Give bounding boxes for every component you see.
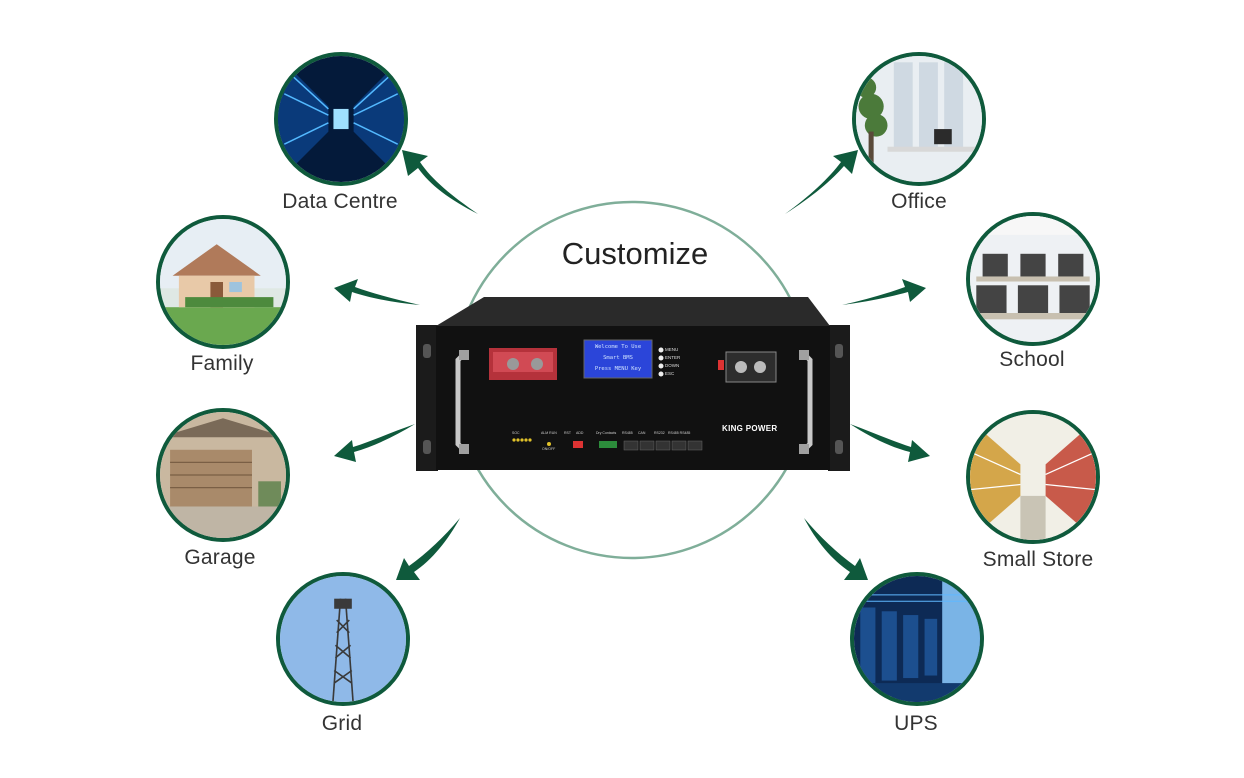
battery-brand: KING POWER — [722, 424, 778, 433]
family-image — [156, 215, 290, 349]
port-add: ADD — [576, 431, 584, 435]
switch-label: ON/OFF — [542, 447, 556, 451]
port-rst: RST — [564, 431, 571, 435]
port-rs485-2: RS485 RS485 — [668, 431, 691, 435]
office-label: Office — [891, 190, 947, 213]
grid-image — [276, 572, 410, 706]
lcd-line-2: Smart BMS — [603, 355, 633, 361]
arrow-grid — [396, 518, 460, 580]
lcd-line-1: Welcome To Use — [594, 344, 642, 350]
office-image — [852, 52, 986, 186]
battery-lcd-text: Welcome To Use Smart BMS Press MENU Key — [586, 342, 650, 375]
school-image — [966, 212, 1100, 346]
port-rs485: RS485 — [622, 431, 633, 435]
enter-button-label: ENTER — [665, 355, 681, 360]
data-centre-label: Data Centre — [282, 190, 398, 213]
family-label: Family — [190, 352, 254, 375]
lcd-line-3: Press MENU Key — [594, 366, 642, 372]
port-dry: Dry Contacts — [596, 431, 617, 435]
battery-module — [416, 297, 850, 471]
battery-buttons: MENU ENTER DOWN ESC — [665, 346, 680, 378]
small-store-label: Small Store — [982, 548, 1094, 571]
arrow-school — [842, 279, 926, 305]
arrow-office — [785, 150, 858, 214]
arrow-data-centre — [402, 150, 478, 214]
ups-label: UPS — [894, 712, 938, 735]
down-button-label: DOWN — [665, 363, 680, 368]
port-can: CAN — [638, 431, 646, 435]
menu-button-label: MENU — [665, 347, 679, 352]
port-soc: SOC — [512, 431, 520, 435]
small-store-image — [966, 410, 1100, 544]
arrows — [334, 150, 930, 580]
arrow-small-store — [850, 424, 930, 462]
esc-button-label: ESC — [665, 371, 675, 376]
port-rs232: RS232 — [654, 431, 665, 435]
garage-label: Garage — [184, 546, 256, 569]
arrow-garage — [334, 424, 415, 462]
arrow-family — [334, 279, 420, 305]
ups-image — [850, 572, 984, 706]
grid-label: Grid — [321, 712, 363, 735]
garage-image — [156, 408, 290, 542]
data-centre-image — [274, 52, 408, 186]
arrow-ups — [804, 518, 868, 580]
school-label: School — [999, 348, 1065, 371]
port-alm-run: ALM RUN — [541, 431, 557, 435]
diagram-title: Customize — [561, 236, 709, 271]
